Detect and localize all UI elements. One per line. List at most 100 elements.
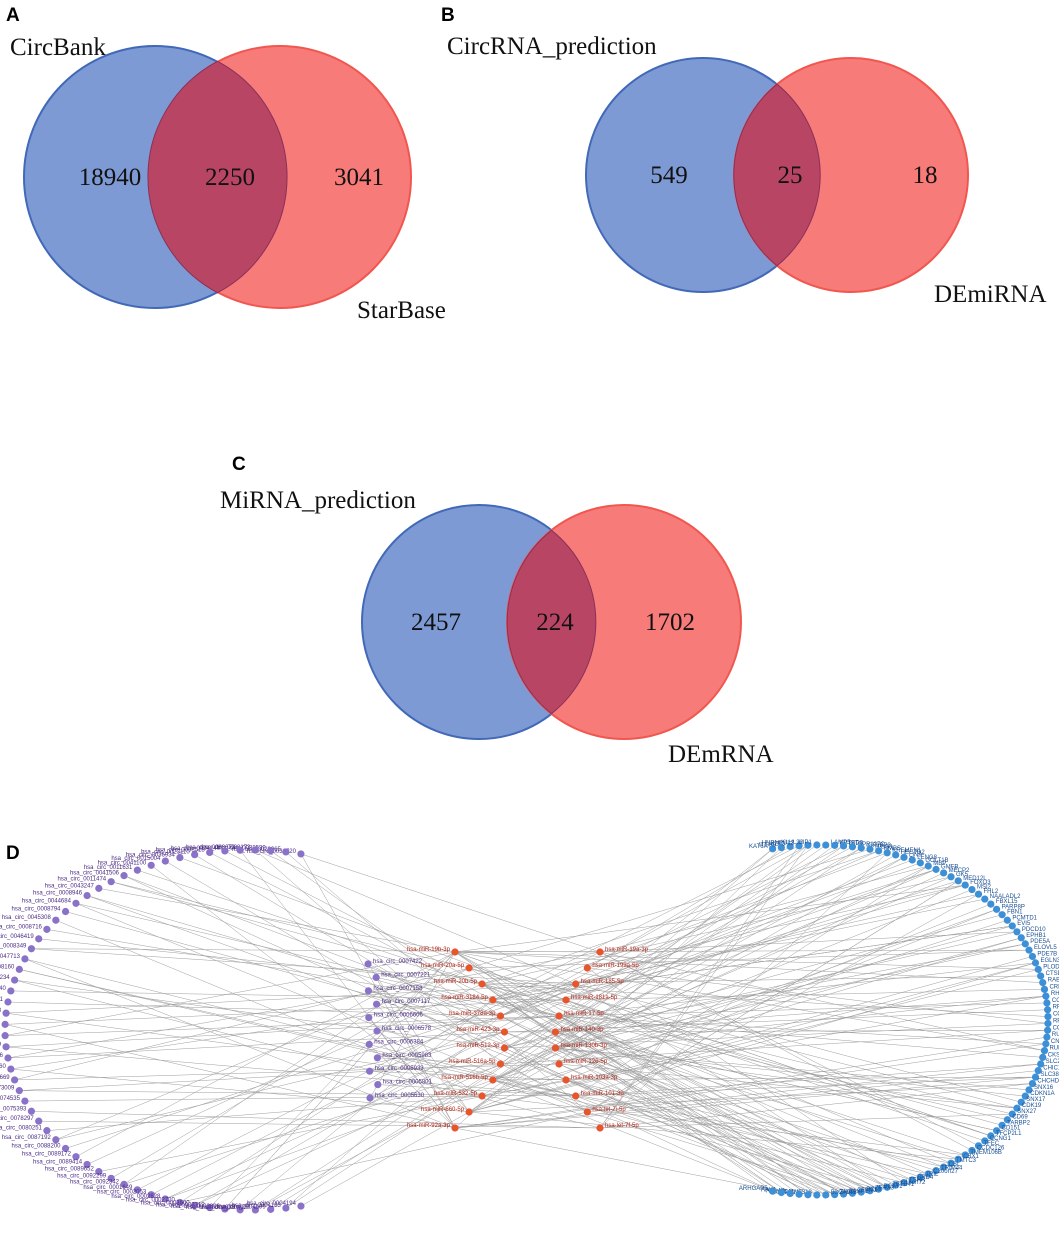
- circrna-node-label: hsa_circ_0004183: [232, 1203, 282, 1209]
- mrna-node-dot: [866, 845, 874, 853]
- panel-letter-c: C: [232, 454, 246, 475]
- network-edge: [19, 969, 493, 1081]
- mrna-node-label: TRIM44: [941, 1166, 963, 1172]
- mrna-node: CDK19: [1013, 1103, 1042, 1112]
- mrna-node: IKZF3: [769, 842, 794, 851]
- network-edge: [10, 983, 576, 1070]
- mrna-node-label: LIN9: [909, 852, 922, 858]
- mrna-node-dot: [974, 1142, 983, 1150]
- mrna-node-label: ITGB3: [875, 844, 893, 850]
- mrna-node-dot: [932, 865, 940, 873]
- mrna-node-dot: [932, 1167, 940, 1175]
- circrna-node-dot: [373, 1000, 381, 1008]
- mrna-node-label: BCAT1: [884, 1184, 904, 1190]
- network-edge: [481, 876, 952, 985]
- network-edge: [454, 1127, 791, 1194]
- circrna-node-dot: [35, 935, 43, 943]
- network-edge: [469, 967, 985, 1142]
- network-edge: [194, 854, 567, 1081]
- network-edge: [599, 845, 800, 1129]
- mrna-node-label: B3GALT2: [831, 1190, 858, 1196]
- circrna-node-dot: [43, 1127, 51, 1135]
- circrna-node: hsa_circ_0004194: [247, 1201, 305, 1210]
- network-edge: [469, 1111, 959, 1160]
- mrna-node-dot: [1042, 1040, 1050, 1048]
- circrna-node: hsa_circ_0041506: [70, 871, 128, 880]
- network-edge: [599, 1083, 1033, 1129]
- network-edge: [454, 951, 853, 1194]
- mrna-node-dot: [839, 1190, 848, 1198]
- circrna-node-label: hsa_circ_0003600: [141, 1200, 191, 1206]
- network-edge: [481, 983, 791, 1194]
- circrna-node-label: hsa_circ_0004036: [186, 1205, 236, 1211]
- mrna-node: SLC25A27: [1037, 1059, 1059, 1068]
- network-edge: [454, 951, 800, 1195]
- circrna-node-label: hsa_circ_0089172: [22, 1152, 72, 1158]
- network-edge: [469, 849, 871, 969]
- circrna-node-dot: [83, 1160, 91, 1169]
- mrna-node-label: AAK1: [761, 1187, 777, 1193]
- network-edge: [468, 967, 826, 1196]
- mirna-node: hsa-miR-3184-5p: [441, 995, 497, 1004]
- mrna-node-label: ITGA9: [759, 843, 777, 849]
- mirna-node-label: hsa-miR-20b-5p: [434, 979, 478, 985]
- network-edge: [575, 1095, 835, 1195]
- mrna-node-dot: [857, 1188, 865, 1196]
- circrna-node: hsa_circ_0051641: [0, 997, 12, 1006]
- circrna-node-dot: [297, 1202, 305, 1210]
- mrna-node: KLHL32: [781, 840, 812, 849]
- mrna-node-dot: [875, 1185, 883, 1193]
- circrna-node-label: hsa_circ_0002628: [111, 1194, 161, 1200]
- circrna-node-dot: [206, 848, 214, 857]
- mrna-node-label: CD151: [1002, 1126, 1021, 1132]
- mrna-node: TMTC3: [947, 1158, 977, 1167]
- circrna-node-label: hsa_circ_0006606: [374, 1013, 424, 1019]
- network-edge: [468, 847, 862, 1113]
- circrna-node: hsa_circ_0075393: [0, 1106, 35, 1115]
- circrna-node-label: hsa_circ_0044684: [22, 898, 72, 904]
- circrna-node: hsa_circ_0011631: [84, 865, 141, 874]
- mrna-node-label: PDCD10: [1022, 927, 1046, 933]
- circrna-node-label: hsa_circ_0007422: [373, 959, 423, 965]
- mrna-node-label: CBL: [949, 1162, 961, 1168]
- circrna-node-label: hsa_circ_0089414: [33, 1159, 83, 1165]
- circrna-node: hsa_circ_0045308: [2, 915, 60, 924]
- mirna-node-dot: [555, 1060, 563, 1068]
- mrna-node: GPR137C: [848, 842, 885, 851]
- circrna-node: hsa_circ_0062980: [0, 1031, 9, 1040]
- venn-b-left-count: 549: [650, 162, 688, 189]
- network-edge: [14, 979, 505, 1049]
- mrna-node: ZFPM2: [848, 1188, 878, 1197]
- network-edge: [14, 967, 470, 1081]
- network-edge: [454, 848, 773, 1129]
- mrna-node-dot: [795, 1190, 803, 1198]
- mrna-node-label: BCL9: [866, 1187, 882, 1193]
- network-edge: [454, 951, 1045, 1051]
- mirna-node-dot: [465, 1108, 473, 1116]
- network-edge: [111, 881, 483, 985]
- network-edge: [367, 963, 505, 1033]
- network-edge: [6, 983, 576, 1014]
- circrna-node-dot: [2, 1009, 10, 1017]
- circrna-node-label: hsa_circ_0011474: [58, 877, 107, 883]
- network-edge: [492, 925, 1013, 1001]
- network-edge: [376, 1030, 483, 1097]
- mrna-node-dot: [1040, 985, 1049, 993]
- network-edge: [65, 983, 576, 1149]
- mirna-node-dot: [489, 996, 497, 1004]
- network-edge: [565, 1079, 862, 1193]
- circrna-node-label: hsa_circ_0024144: [171, 846, 221, 852]
- mirna-node-dot: [555, 1012, 563, 1020]
- circrna-node-label: hsa_circ_0008160: [0, 964, 15, 970]
- mrna-node: BCL9: [857, 1187, 882, 1196]
- network-edge: [558, 847, 782, 1065]
- network-edge: [123, 1047, 556, 1185]
- circrna-node-label: hsa_circ_0008349: [0, 944, 27, 950]
- network-edge: [255, 1015, 560, 1211]
- network-edge: [209, 951, 456, 1208]
- mrna-node-label: BASP1: [849, 1189, 869, 1195]
- mirna-node-label: hsa-miR-130b-3p: [560, 1043, 607, 1049]
- circrna-node-dot: [7, 987, 15, 995]
- mrna-node-dot: [987, 1132, 995, 1140]
- mrna-node: NAALADL2: [981, 894, 1021, 903]
